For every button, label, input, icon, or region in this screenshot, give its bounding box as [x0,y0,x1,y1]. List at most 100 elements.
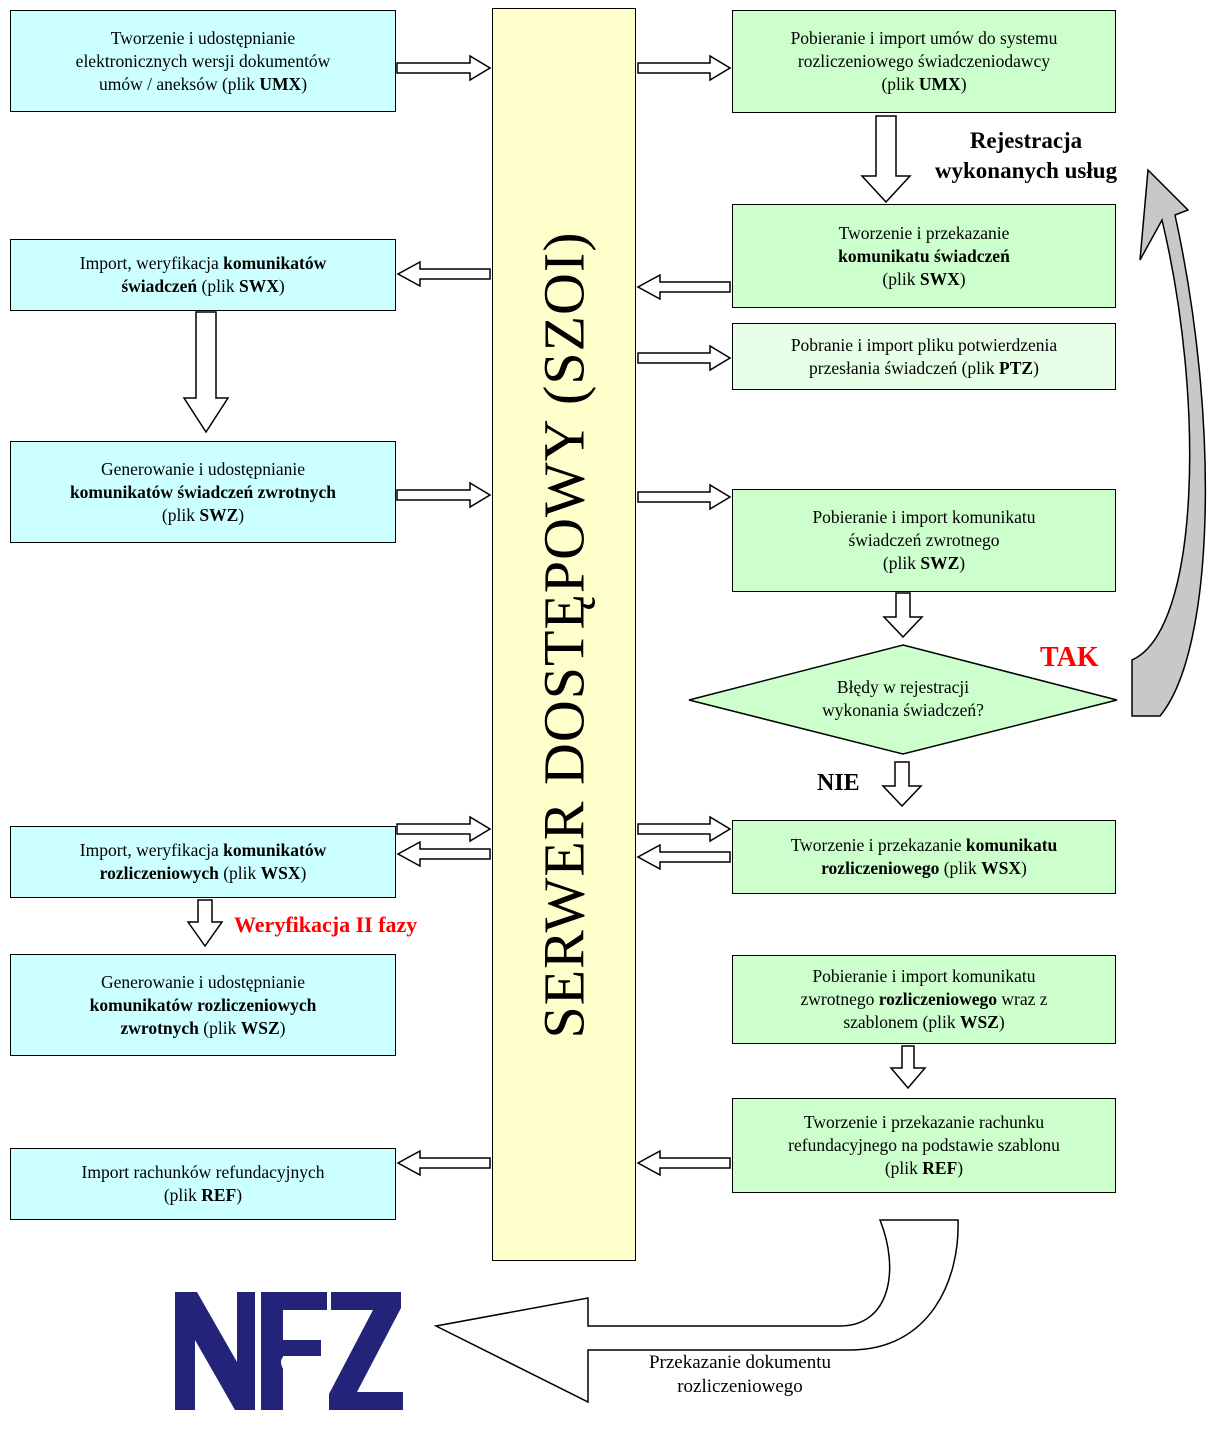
text: umów / aneksów (plik [98,73,260,94]
text: komunikatu świadczeń [838,245,1010,266]
text: wraz z [996,989,1048,1009]
arrow-right-swx-to-server [636,273,731,301]
text: komunikatów rozliczeniowych [89,994,317,1015]
text: ) [1021,858,1027,878]
arrow-down-right-umx-to-swx [860,115,912,204]
text: ) [960,74,967,94]
arrow-left-swz-to-server [396,481,492,509]
arrow-right-ref-to-server [636,1149,731,1177]
text: UMX [259,73,302,94]
text: rozliczeniowego [677,1376,803,1397]
arrow-server-to-left-swx [396,260,491,288]
arrow-down-left-wsx-to-wsz [186,899,224,948]
text: Tworzenie i przekazanie [790,835,966,855]
arrow-server-to-right-ptz [637,344,732,372]
text: (plik [218,863,261,883]
text: rozliczeniowego świadczeniodawcy [797,51,1051,71]
text: (plik [882,268,920,289]
text: (plik [161,504,200,525]
text: SWZ [199,504,239,525]
text: ) [959,553,966,573]
text: SWX [238,276,279,296]
text: refundacyjnego na podstawie szablonu [788,1135,1060,1155]
box-right-umx: Pobieranie i import umów do systemu rozli… [732,10,1116,113]
box-left-ref: Import rachunków refundacyjnych(plik REF… [10,1148,396,1220]
text: Tworzenie i przekazanie [838,222,1010,243]
label-tak: TAK [1040,642,1099,673]
text: ) [1033,357,1039,378]
text: (plik [197,276,239,296]
arrow-down-right-wsz-to-ref [889,1045,927,1090]
text: Generowanie i udostępnianie [100,971,306,992]
box-right-wsx: Tworzenie i przekazanie komunikatu rozlic… [732,820,1116,894]
text: PTZ [999,357,1034,378]
text: Przekazanie dokumentu [648,1352,831,1373]
text: SWZ [920,553,960,573]
decision-diamond [688,644,1118,755]
text: WSX [981,858,1022,878]
text: ) [278,276,285,296]
text: WSX [260,863,301,883]
text: REF [922,1158,958,1178]
text: Import rachunków refundacyjnych [81,1162,325,1182]
text: rozliczeniowego [821,858,940,878]
arrow-down-left-swx-to-swz [182,311,230,434]
text: (plik [881,74,919,94]
nfz-logo [175,1292,403,1410]
arrow-left-umx-to-server [396,54,492,82]
text: rozliczeniowych [99,863,219,883]
text: ) [300,863,307,883]
text: Rejestracja [969,128,1083,153]
decision-text: Błędy w rejestracji wykonania świadczeń? [760,676,1046,722]
text: Pobieranie i import komunikatu [812,507,1036,527]
box-right-ref: Tworzenie i przekazanie rachunku refundac… [732,1098,1116,1193]
arrow-server-to-right-umx [637,54,732,82]
label-nie: NIE [817,770,860,796]
text: (plik [198,1017,241,1038]
text: ) [998,1012,1005,1032]
text: zwrotnych [120,1017,199,1038]
text: Pobranie i import pliku potwierdzenia [790,334,1058,355]
arrow-server-to-left-wsx [396,840,491,868]
transfer-label: Przekazanie dokumentu rozliczeniowego [560,1351,920,1399]
text: komunikatu [965,835,1058,855]
server-label: SERWER DOSTĘPOWY (SZOI) [531,230,597,1039]
transfer-arrow [433,1219,959,1404]
label-weryfikacja: Weryfikacja II fazy [234,912,418,937]
text: świadczeń [121,276,198,296]
text: UMX [918,74,961,94]
text: Tworzenie i przekazanie rachunku [803,1112,1045,1132]
text: Błędy w rejestracji [836,677,970,697]
text: ) [279,1017,286,1038]
loop-arrow-tak [1131,168,1207,717]
text: ) [236,1185,243,1205]
text: szablonem (plik [843,1012,960,1032]
text: (plik [884,1158,923,1178]
text: zwrotnego [800,989,879,1009]
arrow-down-right-decision-to-wsx [881,761,923,808]
text: ) [959,268,966,289]
arrow-server-to-left-ref [396,1149,491,1177]
text: wykonania świadczeń? [822,700,984,720]
text: komunikatów [223,840,327,860]
text: Pobieranie i import umów do systemu [790,28,1058,48]
arrow-server-to-right-wsz [637,815,732,843]
server-column: SERWER DOSTĘPOWY (SZOI) [492,8,636,1261]
arrow-server-to-right-swz [637,483,732,511]
text: WSZ [240,1017,280,1038]
text: Generowanie i udostępnianie [100,458,306,479]
text: REF [201,1185,237,1205]
text: Tworzenie i udostępnianie [110,27,296,48]
text: ) [957,1158,964,1178]
text: komunikatów świadczeń zwrotnych [69,481,337,502]
